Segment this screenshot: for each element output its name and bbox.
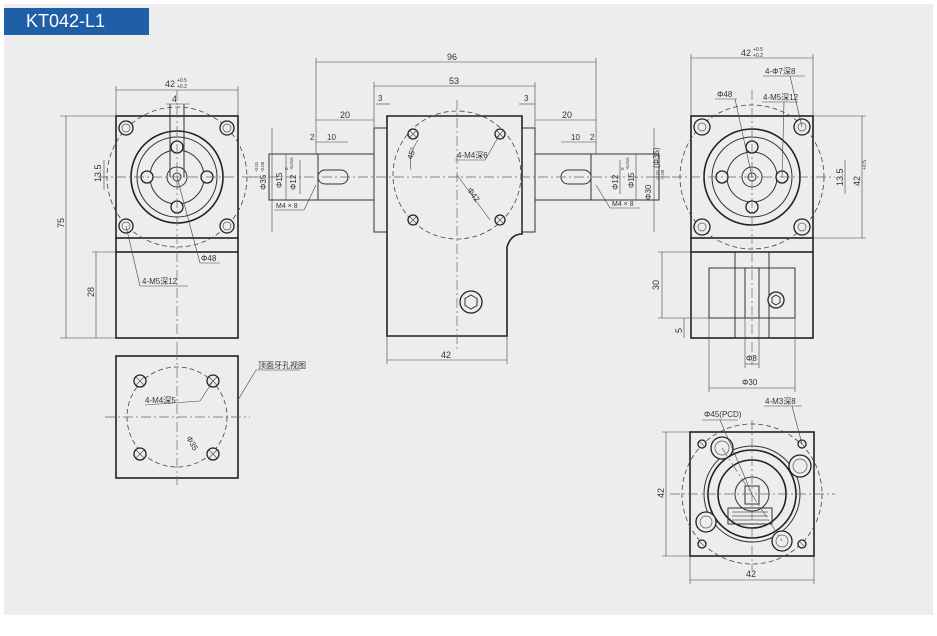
thread-hole-icons <box>133 374 220 461</box>
face-hole-icons <box>407 128 506 226</box>
dim-phi48-right: Φ48 <box>717 90 733 99</box>
dim-phi48-left: Φ48 <box>201 254 217 263</box>
label-m4-deep5: 4-M4深5 <box>145 396 176 405</box>
tol-phi12-hi-right: 0 <box>620 167 625 170</box>
tol-minus-right: +0.2 <box>753 53 763 59</box>
dim-10-right: 10 <box>571 133 580 142</box>
dim-phi42: Φ42 <box>465 186 481 204</box>
label-top-view: 顶面牙孔视图 <box>258 360 306 370</box>
dim-phi12-right: Φ12 <box>611 174 620 190</box>
dim-phi15-left: Φ15 <box>275 172 284 188</box>
dim-96: 96 <box>447 52 457 62</box>
right-front-view: 42 +0.5 +0.2 4-Φ7深8 Φ48 4-M5深12 13.5 42 … <box>651 47 868 392</box>
middle-side-view: 96 53 3 3 20 20 2 10 10 2 Φ35 -0.01 -0.0… <box>250 52 670 364</box>
dim-phi35-top: Φ35 <box>184 435 200 453</box>
tol-phi12-lo-right: -0.015 <box>625 157 630 170</box>
dim-42-br-vert: 42 <box>656 488 666 498</box>
dim-13-5-right: 13.5 <box>835 168 845 186</box>
label-m4x8-right: M4 × 8 <box>612 201 634 208</box>
dim-phi12-left: Φ12 <box>289 174 298 190</box>
top-hole-view: 4-M4深5 Φ35 顶面牙孔视图 <box>105 350 306 485</box>
tol-plus-right: +0.5 <box>753 47 763 53</box>
corner-bolt-icons-right <box>693 118 811 236</box>
dim-42-right: 42 <box>741 48 751 58</box>
label-m3-deep8: 4-M3深8 <box>765 397 796 406</box>
dim-53: 53 <box>449 76 459 86</box>
dim-13-5: 13.5 <box>93 164 103 182</box>
dim-28: 28 <box>86 287 96 297</box>
bottom-right-view: Φ45(PCD) 4-M3深8 42 42 <box>656 397 835 584</box>
label-m5-right: 4-M5深12 <box>763 93 799 102</box>
dim-3-right: 3 <box>524 94 529 103</box>
m3-hole-icons <box>697 439 807 549</box>
dim-phi35-paren: (Φ35) <box>652 147 661 168</box>
dim-phi30: Φ30 <box>742 378 758 387</box>
dim-30: 30 <box>651 280 661 290</box>
label-m4-deep6: 4-M4深6 <box>457 151 488 160</box>
dim-phi8: Φ8 <box>746 354 757 363</box>
dim-phi30-right: Φ30 <box>644 184 653 200</box>
label-m5-left: 4-M5深12 <box>142 277 178 286</box>
dim-20-left: 20 <box>340 110 350 120</box>
dim-3-left: 3 <box>378 94 383 103</box>
dim-42-left: 42 <box>165 79 175 89</box>
hex-plug-icon <box>459 290 483 314</box>
tol-vert-right: +0.5 <box>862 160 868 170</box>
dim-42-br-horz: 42 <box>746 569 756 579</box>
dim-2-right: 2 <box>590 133 595 142</box>
dim-42-mid: 42 <box>441 350 451 360</box>
clamp-screw-icon <box>727 507 773 525</box>
tol-phi12-hi-left: 0 <box>284 167 289 170</box>
tol-phi35-lo: -0.05 <box>260 161 265 172</box>
tol-phi12-lo-left: -0.015 <box>289 157 294 170</box>
dim-42-vert-right: 42 <box>852 176 862 186</box>
tol-phi30-hi: -0.01 <box>655 169 660 180</box>
tol-minus: +0.2 <box>177 84 187 90</box>
tol-plus: +0.5 <box>177 78 187 84</box>
tol-phi35-hi: -0.01 <box>254 161 259 172</box>
label-phi7-deep8: 4-Φ7深8 <box>765 67 796 76</box>
dim-5: 5 <box>674 328 684 333</box>
dim-phi35-left: Φ35 <box>259 174 268 190</box>
dim-angle-45: 45° <box>405 146 418 160</box>
model-title-badge: KT042-L1 <box>4 8 149 35</box>
dim-phi15-right: Φ15 <box>627 172 636 188</box>
dim-2-left: 2 <box>310 133 315 142</box>
left-front-view: 42 +0.5 +0.2 4 75 28 13.5 Φ48 4-M5深12 <box>56 78 258 350</box>
dim-4: 4 <box>172 94 177 104</box>
dim-10-left: 10 <box>327 133 336 142</box>
label-pcd45: Φ45(PCD) <box>704 410 742 419</box>
tol-phi30-lo: -0.05 <box>660 169 665 180</box>
label-m4x8-left: M4 × 8 <box>276 203 298 210</box>
dim-20-right: 20 <box>562 110 572 120</box>
dim-75: 75 <box>56 218 66 228</box>
